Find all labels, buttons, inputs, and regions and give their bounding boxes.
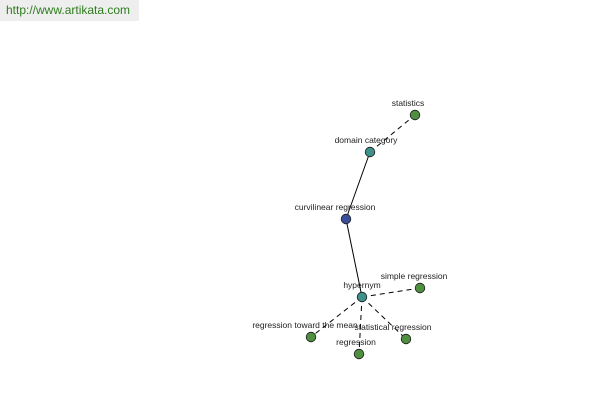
node-label-domain-category: domain category [335, 135, 399, 145]
node-statistics[interactable] [409, 109, 421, 121]
node-regression[interactable] [353, 348, 365, 360]
node-label-regression: regression [336, 337, 376, 347]
node-hypernym[interactable] [356, 291, 368, 303]
node-label-curvilinear-regression: curvilinear regression [295, 202, 376, 212]
nodes-layer [305, 109, 426, 360]
labels-layer: statistics domain category curvilinear reg… [252, 98, 447, 347]
node-statistical-regression[interactable] [400, 333, 412, 345]
node-label-statistics: statistics [392, 98, 425, 108]
node-simple-regression[interactable] [414, 282, 426, 294]
edge-hypernym-to-simple-regression [361, 287, 421, 298]
watermark-url: http://www.artikata.com [0, 0, 139, 21]
edge-hypernym-to-regression-toward-the-mean [310, 296, 363, 338]
node-label-hypernym: hypernym [343, 280, 380, 290]
edge-hypernym-to-regression [358, 296, 363, 355]
node-label-statistical-regression: statistical regression [354, 322, 431, 332]
node-regression-toward-the-mean[interactable] [305, 331, 317, 343]
edge-hypernym-to-statistical-regression [361, 296, 407, 340]
edge-curvilinear-regression-to-hypernym [345, 218, 363, 298]
edge-curvilinear-regression-to-domain-category [345, 151, 371, 220]
node-curvilinear-regression[interactable] [340, 213, 352, 225]
node-label-regression-toward-the-mean: regression toward the mean [252, 320, 358, 330]
edges-layer [310, 114, 421, 355]
edge-domain-category-to-statistics [369, 114, 416, 153]
node-domain-category[interactable] [364, 146, 376, 158]
node-label-simple-regression: simple regression [381, 271, 448, 281]
